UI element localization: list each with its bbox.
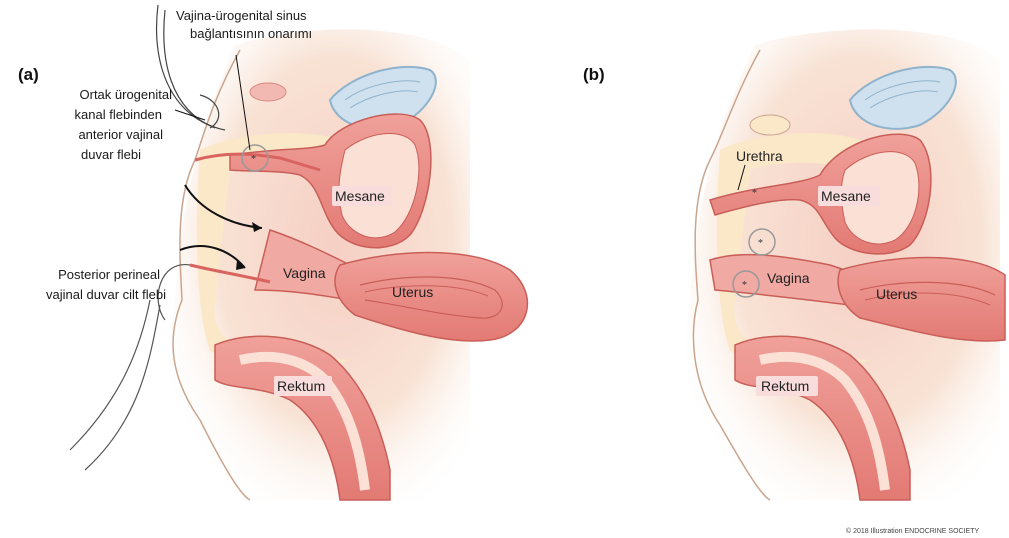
organ-label-mesane-a: Mesane	[335, 188, 385, 204]
panel-letter-a: (a)	[18, 65, 39, 84]
annotation-ortak-line4: duvar flebi	[81, 147, 141, 162]
annotation-ortak-line2: kanal flebinden	[75, 107, 162, 122]
organ-label-rektum-a: Rektum	[277, 378, 325, 394]
annotation-posterior-line1: Posterior perineal	[58, 267, 160, 282]
annotation-posterior-line2: vajinal duvar cilt flebi	[46, 287, 166, 302]
panel-letter-b: (b)	[583, 65, 605, 84]
annotation-ortak-line1: Ortak ürogenital	[80, 87, 173, 102]
annotation-vajina-line1: Vajina-ürogenital sinus	[176, 8, 307, 23]
panel-a: * (a) Vajina-ürogenital sinus bağlantısı…	[18, 5, 527, 500]
organ-label-uterus-b: Uterus	[876, 286, 917, 302]
copyright-text: © 2018 Illustration ENDOCRINE SOCIETY	[846, 527, 979, 535]
svg-text:*: *	[251, 154, 256, 165]
clitoris-b	[750, 115, 790, 135]
svg-text:*: *	[758, 238, 763, 249]
organ-label-urethra-b: Urethra	[736, 148, 783, 164]
svg-text:*: *	[752, 188, 757, 199]
organ-label-vagina-b: Vagina	[767, 270, 810, 286]
svg-text:*: *	[742, 280, 747, 291]
organ-label-vagina-a: Vagina	[283, 265, 326, 281]
organ-label-uterus-a: Uterus	[392, 284, 433, 300]
annotation-vajina-line2: bağlantısının onarımı	[190, 26, 312, 41]
clitoris-a	[250, 83, 286, 101]
organ-label-rektum-b: Rektum	[761, 378, 809, 394]
annotation-ortak-line3: anterior vajinal	[78, 127, 163, 142]
panel-b: * * * (b) Urethra Mesane Vagina Uterus R…	[583, 29, 1005, 500]
organ-label-mesane-b: Mesane	[821, 188, 871, 204]
